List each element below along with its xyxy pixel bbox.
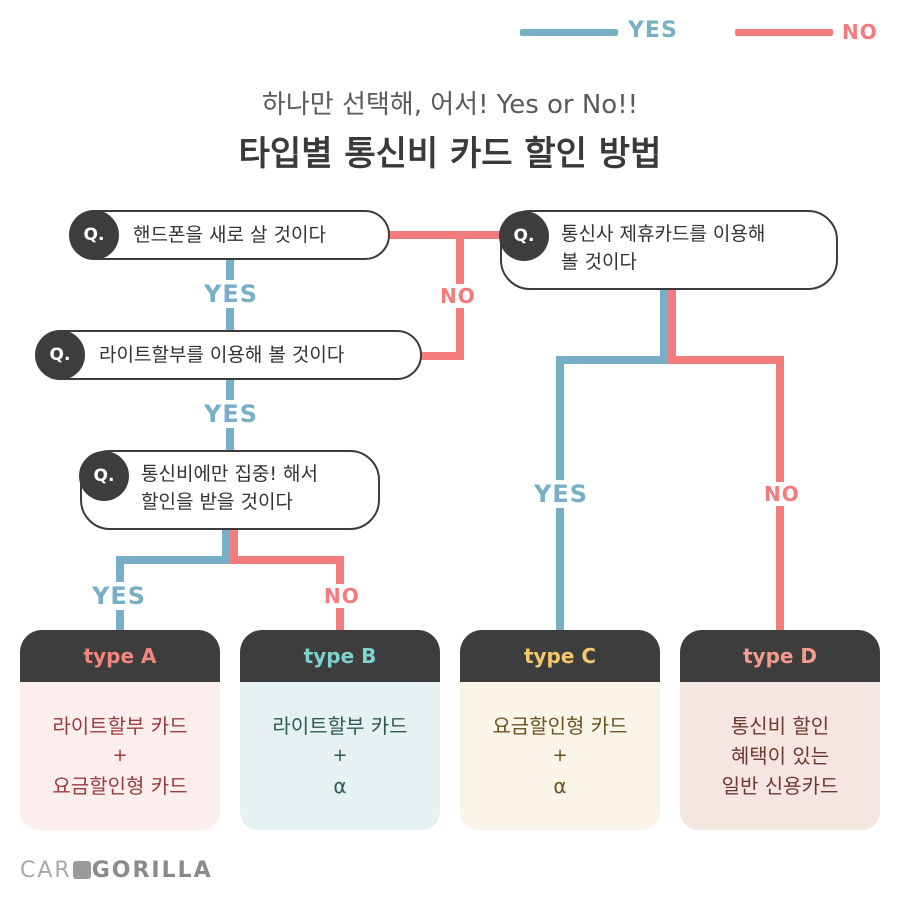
- type-card-label: type B: [240, 630, 440, 682]
- type-card-d: type D 통신비 할인 혜택이 있는 일반 신용카드: [680, 630, 880, 830]
- connector-q3-yes-h: [116, 556, 230, 564]
- page-title: 타입별 통신비 카드 할인 방법: [238, 134, 662, 174]
- type-card-label: type A: [20, 630, 220, 682]
- connector-q4-no-h: [668, 356, 780, 364]
- edge-label-q1-no: NO: [438, 284, 478, 308]
- edge-label-q2-yes: YES: [202, 400, 261, 428]
- edge-label-q4-yes: YES: [532, 480, 591, 508]
- legend-no-label: NO: [842, 20, 878, 44]
- connector-q3-no-h: [230, 556, 344, 564]
- connector-q1-no: [388, 231, 502, 239]
- type-card-line: 라이트할부 카드: [272, 714, 408, 738]
- question-badge: Q.: [35, 330, 85, 380]
- edge-label-q3-no: NO: [322, 584, 362, 608]
- question-text: 통신비에만 집중! 해서 할인을 받을 것이다: [141, 460, 318, 516]
- subtitle: 하나만 선택해, 어서! Yes or No!!: [261, 90, 639, 120]
- question-text: 라이트할부를 이용해 볼 것이다: [99, 344, 345, 366]
- legend-yes-label: YES: [628, 18, 678, 43]
- question-badge: Q.: [79, 451, 129, 501]
- type-card-line: α: [333, 774, 347, 798]
- legend-no-swatch: [735, 29, 833, 36]
- type-card-line: 통신비 할인: [730, 714, 830, 738]
- type-card-line: α: [553, 774, 567, 798]
- question-2-light-installment: Q. 라이트할부를 이용해 볼 것이다: [35, 330, 422, 380]
- question-badge: Q.: [69, 210, 119, 260]
- type-card-line: +: [112, 745, 128, 766]
- type-card-line: +: [332, 745, 348, 766]
- brand-logo: CAR GORILLA: [20, 858, 213, 883]
- type-card-line: 요금할인형 카드: [52, 774, 188, 798]
- type-card-body: 라이트할부 카드 + 요금할인형 카드: [20, 682, 220, 830]
- legend-yes-swatch: [520, 29, 618, 36]
- type-card-body: 통신비 할인 혜택이 있는 일반 신용카드: [680, 682, 880, 830]
- question-text-line: 할인을 받을 것이다: [141, 491, 293, 513]
- type-card-line: 요금할인형 카드: [492, 714, 628, 738]
- brand-logo-right: GORILLA: [91, 858, 213, 883]
- question-3-focus-telecom: Q. 통신비에만 집중! 해서 할인을 받을 것이다: [79, 450, 380, 530]
- type-card-line: 라이트할부 카드: [52, 714, 188, 738]
- type-card-label: type C: [460, 630, 660, 682]
- type-card-c: type C 요금할인형 카드 + α: [460, 630, 660, 830]
- question-1-new-phone: Q. 핸드폰을 새로 살 것이다: [69, 210, 390, 260]
- type-card-line: 혜택이 있는: [730, 744, 830, 768]
- question-badge: Q.: [499, 211, 549, 261]
- brand-logo-left: CAR: [20, 858, 72, 883]
- connector-q3-yes-stem: [222, 528, 230, 564]
- question-4-carrier-card: Q. 통신사 제휴카드를 이용해 볼 것이다: [499, 210, 838, 290]
- connector-q2-no-in: [420, 352, 464, 360]
- question-text-line: 볼 것이다: [561, 251, 637, 273]
- type-card-body: 요금할인형 카드 + α: [460, 682, 660, 830]
- connector-q4-no-stem: [668, 288, 676, 364]
- type-card-line: 일반 신용카드: [721, 774, 839, 798]
- type-card-b: type B 라이트할부 카드 + α: [240, 630, 440, 830]
- connector-q3-no-stem: [230, 528, 238, 564]
- question-text-line: 통신비에만 집중! 해서: [141, 463, 319, 485]
- question-text: 통신사 제휴카드를 이용해 볼 것이다: [561, 220, 765, 276]
- edge-label-q4-no: NO: [762, 482, 802, 506]
- type-card-label: type D: [680, 630, 880, 682]
- type-card-body: 라이트할부 카드 + α: [240, 682, 440, 830]
- type-card-a: type A 라이트할부 카드 + 요금할인형 카드: [20, 630, 220, 830]
- question-text-line: 통신사 제휴카드를 이용해: [561, 223, 766, 245]
- type-card-line: +: [552, 745, 568, 766]
- question-text: 핸드폰을 새로 살 것이다: [133, 224, 326, 246]
- edge-label-q3-yes: YES: [90, 582, 149, 610]
- connector-q4-yes-stem: [660, 288, 668, 364]
- edge-label-q1-yes: YES: [202, 280, 261, 308]
- car-icon: [72, 861, 91, 879]
- connector-q4-yes-h: [556, 356, 668, 364]
